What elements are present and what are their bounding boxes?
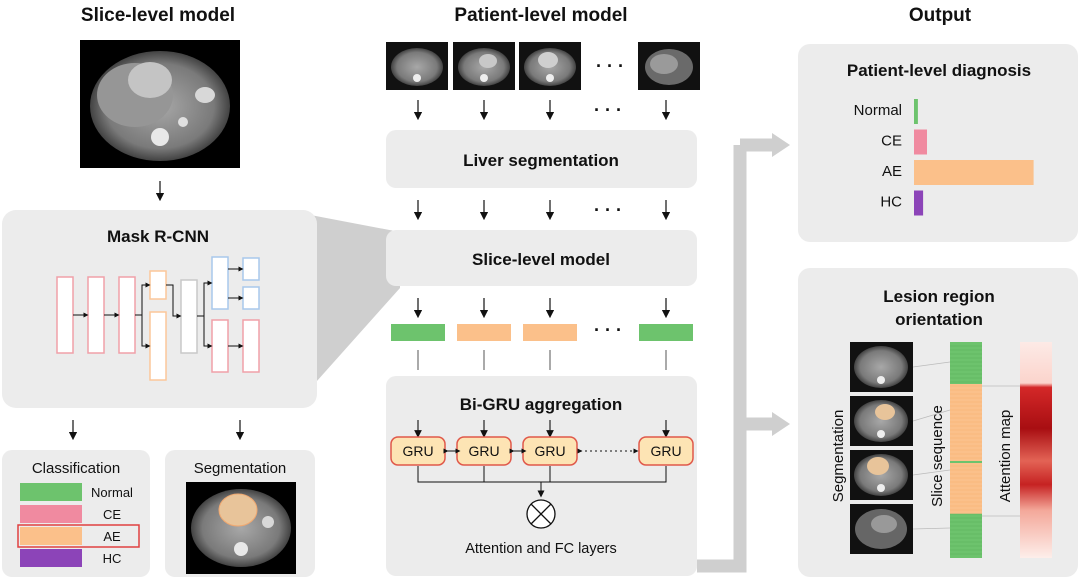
thumbnail-leader-lines [912, 361, 1020, 530]
left-column-title: Slice-level model [81, 5, 235, 26]
arrows-ellipsis-1: · · · [594, 100, 622, 120]
liver-segmentation-label: Liver segmentation [463, 151, 619, 170]
classification-label-normal: Normal [91, 485, 133, 500]
arrowhead-to-lesion [772, 412, 790, 436]
mask-rcnn-panel [2, 210, 317, 408]
arrowhead-to-diagnosis [772, 133, 790, 157]
slice-sequence-strip [950, 342, 982, 558]
slice-feature-vectors [391, 324, 693, 341]
feature-vector-2 [457, 324, 511, 341]
diagnosis-bar-normal [914, 99, 918, 124]
zoom-connector [300, 213, 400, 400]
diagnosis-panel [798, 44, 1078, 242]
arrows-into-gru [414, 420, 670, 438]
diagnosis-title: Patient-level diagnosis [847, 61, 1031, 80]
arrows-to-features [413, 298, 671, 319]
diagnosis-label-normal: Normal [854, 102, 902, 119]
segmentation-axis-label: Segmentation [830, 410, 847, 503]
slice-level-model-label: Slice-level model [472, 250, 610, 269]
gru-cell-label-1: GRU [402, 443, 433, 459]
gru-cell-label-3: GRU [534, 443, 565, 459]
slice-level-model-box [386, 230, 697, 286]
classification-swatch-normal [20, 483, 82, 501]
feature-vector-4 [639, 324, 693, 341]
arrows-to-slice-model [413, 200, 671, 221]
segmentation-title: Segmentation [194, 460, 287, 477]
mask-rcnn-label: Mask R-CNN [107, 227, 209, 246]
slice-sequence-label: Slice sequence [929, 405, 946, 507]
bigru-title: Bi-GRU aggregation [460, 395, 622, 414]
lesion-thumbnails [850, 342, 913, 554]
arrows-ellipsis-2: · · · [594, 200, 622, 220]
classification-label-ce: CE [103, 507, 121, 522]
gru-cell-4 [638, 436, 694, 466]
bigru-panel [386, 376, 697, 576]
gru-cells: GRU GRU GRU GRU [390, 436, 694, 466]
diagnosis-label-hc: HC [880, 194, 902, 211]
classification-label-ae: AE [103, 529, 121, 544]
attention-multiply-icon [526, 499, 556, 529]
mask-rcnn-architecture [56, 256, 260, 381]
classification-swatch-ae [20, 527, 82, 545]
classification-swatch-ce [20, 505, 82, 523]
liver-segmentation-box [386, 130, 697, 188]
diagnosis-bar-ae [914, 160, 1034, 185]
thumbnails-ellipsis: · · · [596, 56, 624, 76]
attention-fc-label: Attention and FC layers [465, 541, 617, 557]
gru-cell-label-4: GRU [650, 443, 681, 459]
classification-swatch-hc [20, 549, 82, 567]
diagnosis-label-ce: CE [881, 133, 902, 150]
feature-connector-lines [417, 350, 667, 370]
attention-map-label: Attention map [997, 410, 1014, 503]
diagnosis-label-ae: AE [882, 163, 902, 180]
attention-map-strip [1020, 342, 1052, 558]
feature-vector-1 [391, 324, 445, 341]
diagnosis-bar-hc [914, 190, 924, 216]
ct-slice-image [80, 40, 240, 168]
features-ellipsis: · · · [594, 320, 622, 340]
right-column-title: Output [909, 5, 972, 26]
classification-label-hc: HC [103, 551, 122, 566]
ct-slice-thumbnails [386, 42, 700, 90]
arrows-to-liver-segmentation [413, 100, 671, 121]
classification-title: Classification [32, 460, 120, 477]
middle-column-title: Patient-level model [454, 5, 627, 26]
lesion-title-line1: Lesion region [883, 287, 994, 306]
gru-cell-label-2: GRU [468, 443, 499, 459]
gru-aggregation-lines [417, 466, 667, 498]
feature-vector-3 [523, 324, 577, 341]
classification-highlight [17, 524, 140, 548]
diagnosis-bar-ce [914, 129, 927, 155]
lesion-title-line2: orientation [895, 310, 983, 329]
output-connector [697, 145, 747, 573]
segmentation-image [186, 482, 296, 574]
